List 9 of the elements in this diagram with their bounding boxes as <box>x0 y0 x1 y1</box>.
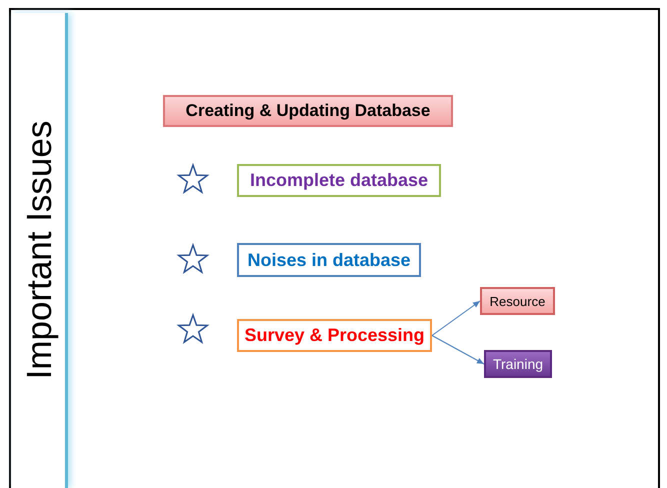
text-box: Incomplete database <box>237 164 441 197</box>
text-box: Resource <box>480 287 555 315</box>
text-box: Training <box>484 350 552 378</box>
text-box: Survey & Processing <box>237 319 432 352</box>
arrow <box>432 300 480 336</box>
arrow <box>432 335 484 364</box>
slide-title: Important Issues <box>20 120 60 380</box>
text-box: Noises in database <box>237 243 421 277</box>
text-box: Creating & Updating Database <box>163 95 453 127</box>
